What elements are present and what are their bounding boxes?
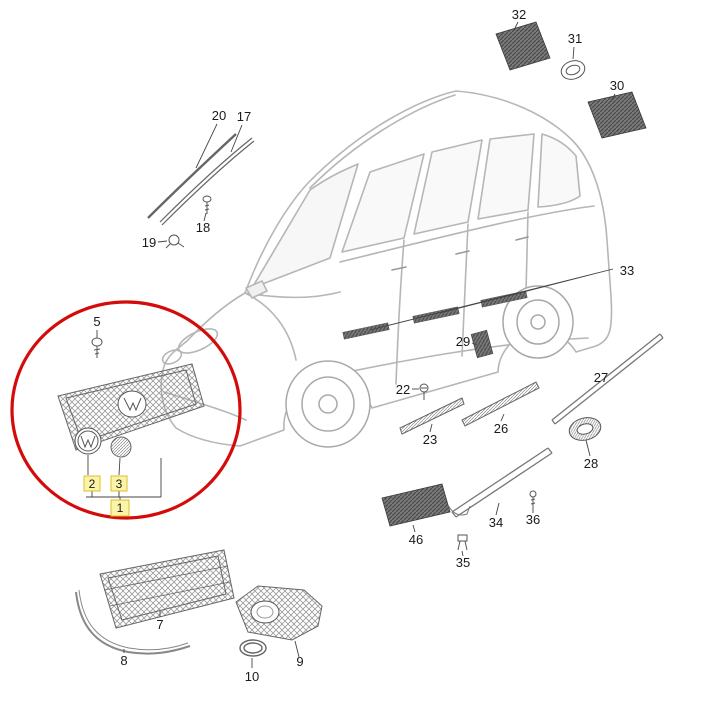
part-roof-strips-20-17 <box>147 133 255 226</box>
callout-7[interactable]: 7 <box>156 617 163 632</box>
part-molding-23 <box>399 397 465 435</box>
callout-5[interactable]: 5 <box>93 314 100 329</box>
headlight <box>177 328 219 354</box>
part-bracket-29 <box>470 329 494 359</box>
part-clip-19 <box>165 234 185 249</box>
part-emblem-31 <box>560 60 586 80</box>
part-fog-grille-9 <box>235 585 323 641</box>
part-molding-26 <box>461 381 540 427</box>
windshield <box>251 163 359 289</box>
part-strip-46 <box>381 483 451 527</box>
part-strip-30 <box>587 91 647 139</box>
part-emblem-2 <box>74 427 102 455</box>
callout-17[interactable]: 17 <box>237 109 251 124</box>
callout-29[interactable]: 29 <box>456 334 470 349</box>
callout-46[interactable]: 46 <box>409 532 423 547</box>
part-sill-molding-34 <box>447 447 553 518</box>
callout-1[interactable]: 1 <box>117 501 124 515</box>
callout-36[interactable]: 36 <box>526 512 540 527</box>
wheels <box>285 285 574 448</box>
part-screw-36 <box>529 490 537 508</box>
callout-33[interactable]: 33 <box>620 263 634 278</box>
quarter-window <box>477 133 535 220</box>
front-door-window <box>341 153 425 253</box>
rear-quarter-window <box>537 133 581 208</box>
part-lower-grille-7 <box>99 549 235 629</box>
front-wheel <box>285 360 371 448</box>
callout-3[interactable]: 3 <box>116 477 123 491</box>
part-clip-35 <box>457 534 468 551</box>
headlight-inner <box>161 349 183 365</box>
leader-lines <box>86 21 616 668</box>
rear-door-window <box>413 139 483 235</box>
part-front-grille-1 <box>57 363 205 451</box>
side-mirror <box>245 280 268 299</box>
callout-28[interactable]: 28 <box>584 456 598 471</box>
callout-19[interactable]: 19 <box>142 235 156 250</box>
part-trim-strip-8 <box>75 589 191 655</box>
callout-31[interactable]: 31 <box>568 31 582 46</box>
selection-highlight-circle <box>10 300 242 520</box>
part-grommet-28 <box>568 417 602 449</box>
vehicle-outline <box>160 90 613 447</box>
part-emblem-base-3 <box>110 436 132 458</box>
part-screw-22 <box>419 383 429 400</box>
part-screw-18 <box>202 195 212 214</box>
callout-box-2[interactable] <box>83 475 101 492</box>
part-strip-32 <box>495 21 551 71</box>
callout-box-3[interactable] <box>110 475 128 492</box>
callout-32[interactable]: 32 <box>512 7 526 22</box>
callout-27[interactable]: 27 <box>594 370 608 385</box>
callout-34[interactable]: 34 <box>489 515 503 530</box>
callout-10[interactable]: 10 <box>245 669 259 684</box>
callout-20[interactable]: 20 <box>212 108 226 123</box>
part-ring-10 <box>239 639 267 657</box>
callout-30[interactable]: 30 <box>610 78 624 93</box>
callout-26[interactable]: 26 <box>494 421 508 436</box>
callout-23[interactable]: 23 <box>423 432 437 447</box>
rear-wheel <box>502 285 574 359</box>
callout-22[interactable]: 22 <box>396 382 410 397</box>
callout-8[interactable]: 8 <box>120 653 127 668</box>
part-screw-5 <box>91 337 103 358</box>
callout-35[interactable]: 35 <box>456 555 470 570</box>
part-molding-27 <box>551 333 664 425</box>
callout-9[interactable]: 9 <box>296 654 303 669</box>
callouts: 32 31 30 20 17 18 19 33 5 29 22 27 23 26… <box>83 7 634 684</box>
callout-box-1[interactable] <box>110 499 130 517</box>
callout-18[interactable]: 18 <box>196 220 210 235</box>
callout-2[interactable]: 2 <box>89 477 96 491</box>
